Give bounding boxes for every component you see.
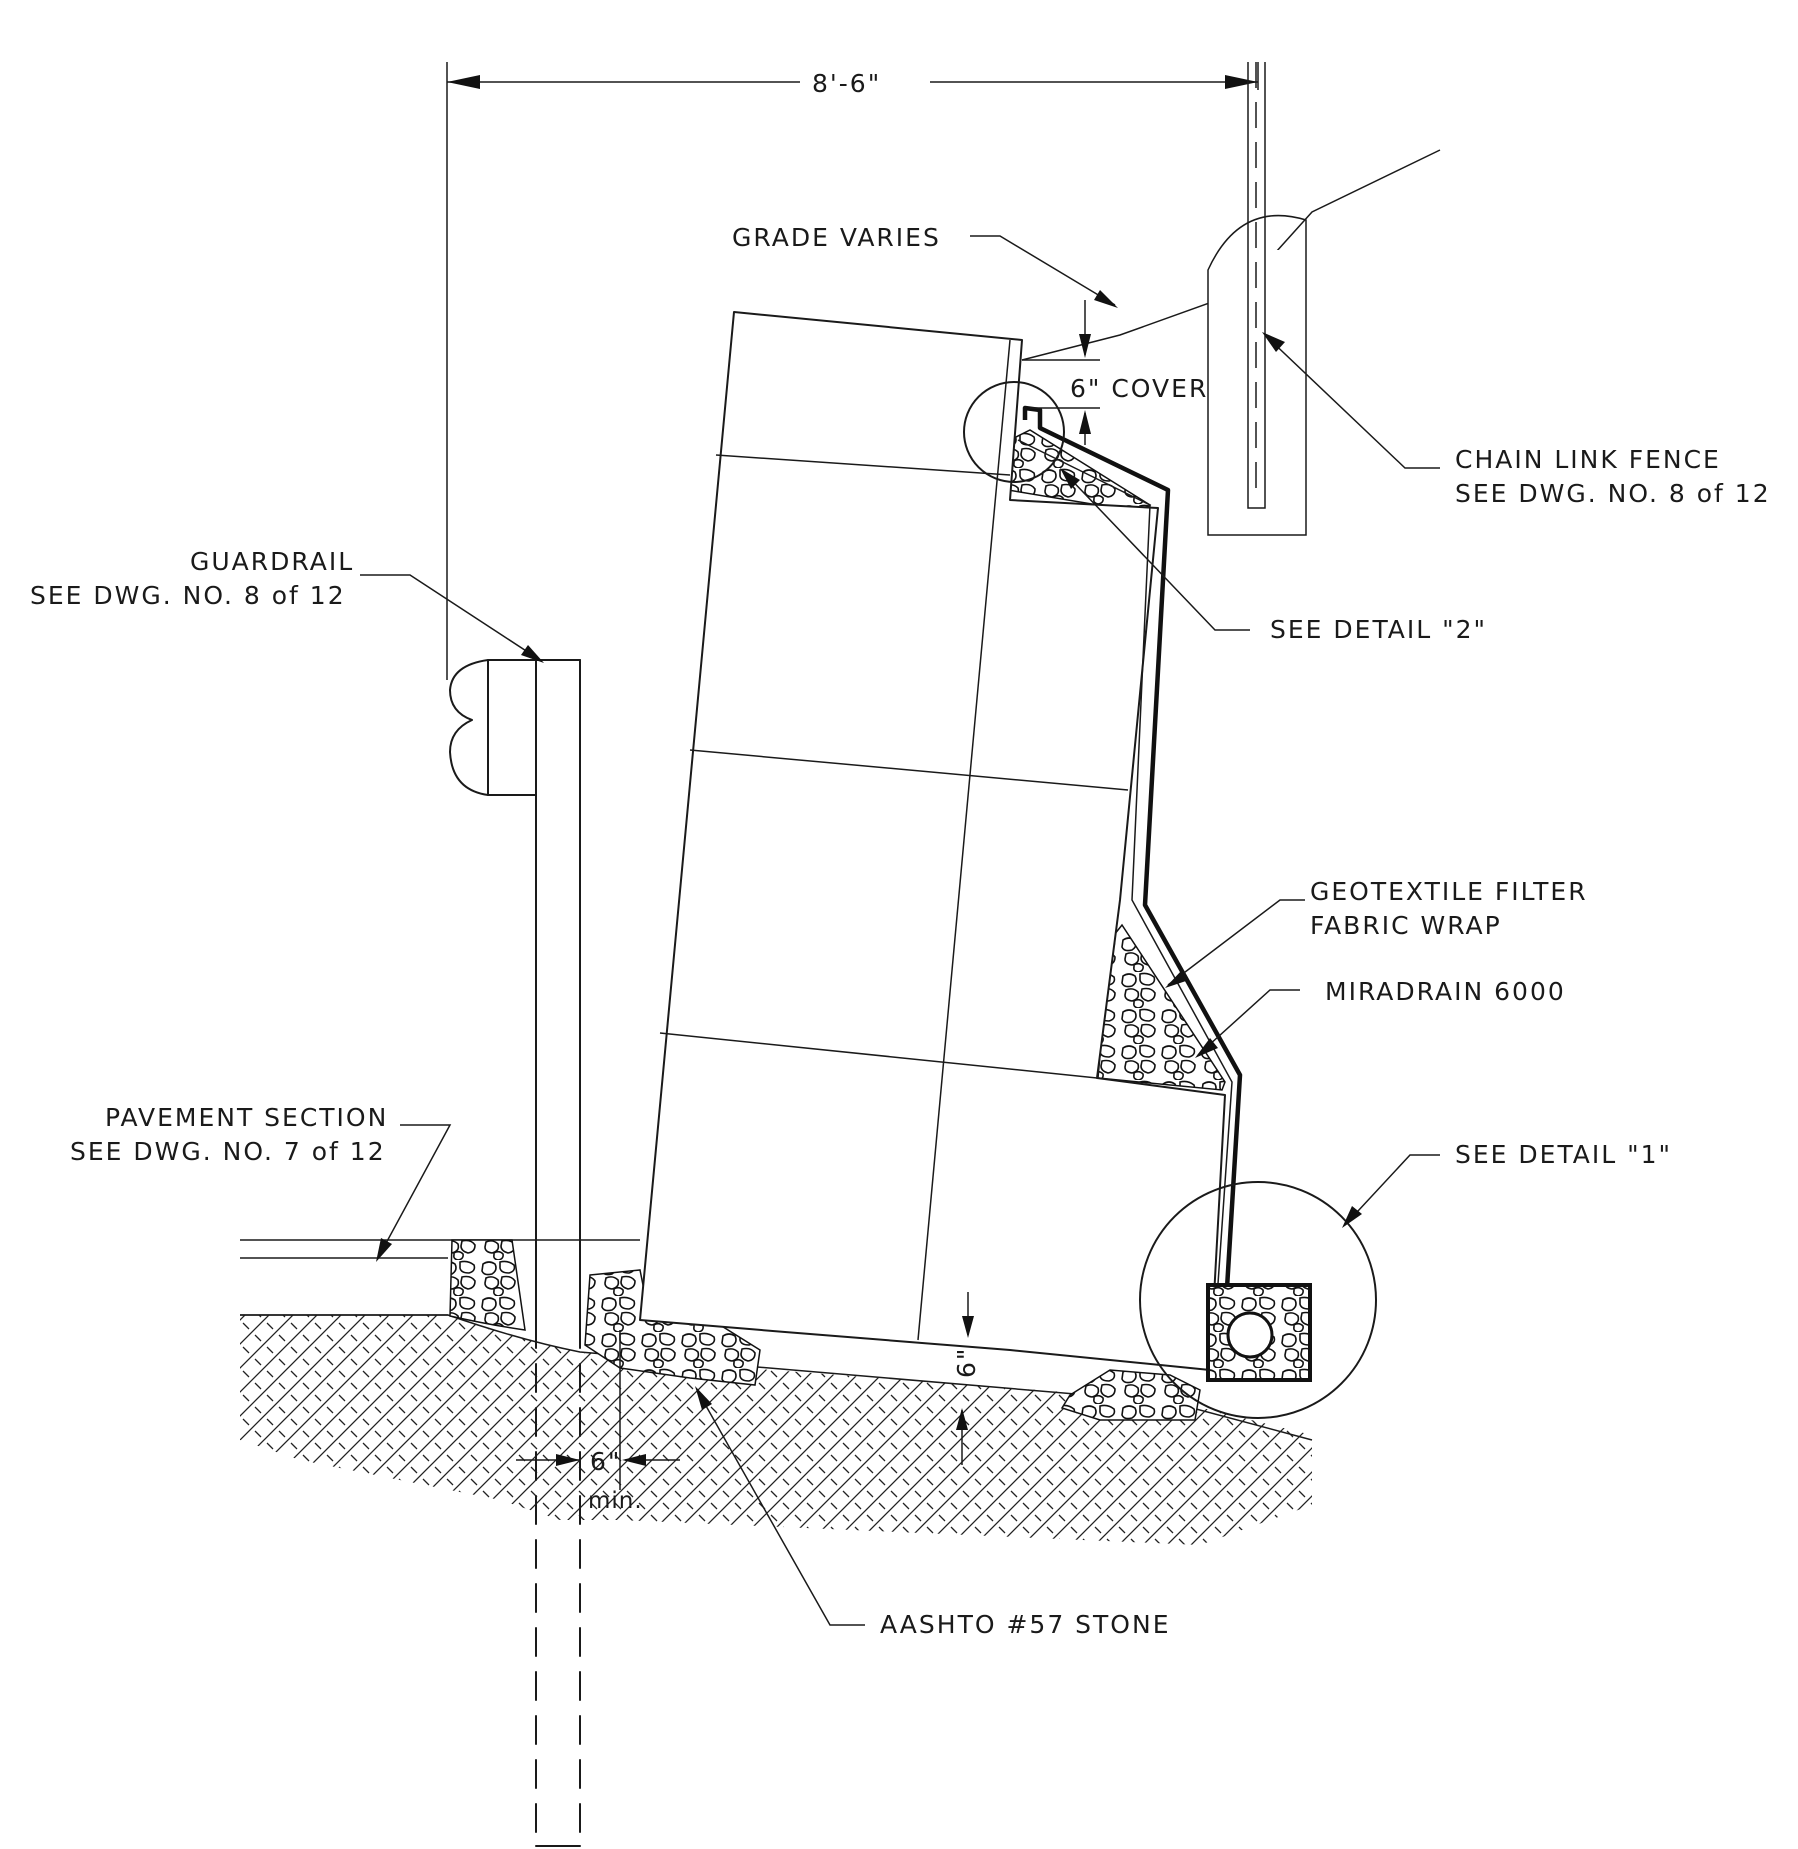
min-label: min. bbox=[588, 1488, 643, 1514]
miradrain-leader bbox=[1197, 989, 1300, 1056]
fence-label-line2: SEE DWG. NO. 8 of 12 bbox=[1455, 479, 1771, 508]
min-arrowhead-right bbox=[622, 1454, 646, 1466]
pavement-leader-arrow bbox=[376, 1238, 392, 1262]
stone-fill-heel bbox=[1060, 1369, 1201, 1421]
guardrail-w-beam bbox=[449, 659, 489, 796]
base-arrowhead-down bbox=[962, 1316, 974, 1338]
drain-pipe bbox=[1226, 1311, 1274, 1359]
geotextile-leader-arrow bbox=[1165, 970, 1189, 988]
detail1-leader bbox=[1344, 1154, 1440, 1226]
geotextile-label-line1: GEOTEXTILE FILTER bbox=[1310, 877, 1588, 906]
guardrail-label-line2: SEE DWG. NO. 8 of 12 bbox=[30, 581, 346, 610]
detail-1-circle bbox=[1139, 1181, 1377, 1419]
geotextile-leader bbox=[1167, 899, 1305, 986]
grade-leader bbox=[970, 235, 1116, 306]
cover-arrowhead-down bbox=[1079, 334, 1091, 358]
guardrail-leader-arrow bbox=[521, 645, 544, 663]
overall-dimension-label: 8'-6" bbox=[812, 69, 881, 98]
wall-block-vertical-joint bbox=[917, 339, 1011, 1341]
six-inch-dimension-label: 6" bbox=[590, 1447, 621, 1476]
base-dimension-label: 6" bbox=[952, 1347, 981, 1378]
stone-leader bbox=[696, 1389, 865, 1626]
cover-arrowhead-up bbox=[1079, 410, 1091, 434]
wall-block-joint-2 bbox=[689, 749, 1129, 791]
fence-post bbox=[1247, 62, 1266, 509]
fence-label-line1: CHAIN LINK FENCE bbox=[1455, 445, 1721, 474]
miradrain-leader-arrow bbox=[1195, 1038, 1218, 1058]
stone-label: AASHTO #57 STONE bbox=[880, 1610, 1170, 1639]
cover-dimension-label: 6" COVER bbox=[1070, 374, 1208, 403]
stone-fill-pavement-edge bbox=[449, 1239, 526, 1331]
fence-footing bbox=[1208, 250, 1306, 535]
pavement-label-line1: PAVEMENT SECTION bbox=[105, 1103, 388, 1132]
stone-leader-arrow bbox=[695, 1386, 712, 1410]
dimension-arrow-right bbox=[1225, 75, 1258, 89]
base-arrowhead-up bbox=[956, 1408, 968, 1430]
fence-footing-outline bbox=[1207, 214, 1307, 536]
grade-leader-arrow bbox=[1094, 290, 1118, 308]
detail2-leader bbox=[1061, 469, 1250, 631]
wall-block-joint-3 bbox=[659, 1032, 1098, 1079]
stone-fill-drain-slope bbox=[1097, 923, 1226, 1091]
pavement-label-line2: SEE DWG. NO. 7 of 12 bbox=[70, 1137, 386, 1166]
min-arrowhead-left bbox=[556, 1454, 580, 1466]
miradrain-label: MIRADRAIN 6000 bbox=[1325, 977, 1566, 1006]
guardrail-leader bbox=[360, 574, 541, 661]
detail2-label: SEE DETAIL "2" bbox=[1270, 615, 1487, 644]
fence-leader-arrow bbox=[1262, 332, 1285, 352]
pavement-leader bbox=[377, 1124, 452, 1259]
guardrail-label-line1: GUARDRAIL bbox=[190, 547, 354, 576]
fence-leader bbox=[1264, 334, 1440, 469]
grade-varies-label: GRADE VARIES bbox=[732, 223, 941, 252]
soil-hatch bbox=[240, 1315, 1312, 1545]
dimension-arrow-left bbox=[447, 75, 480, 89]
detail2-leader-arrow bbox=[1060, 468, 1080, 489]
guardrail-blockout bbox=[487, 659, 581, 796]
detail-2-circle bbox=[963, 381, 1065, 483]
detail1-label: SEE DETAIL "1" bbox=[1455, 1140, 1672, 1169]
wall-blocks-outline bbox=[639, 311, 1226, 1371]
geotextile-wrap bbox=[1017, 439, 1233, 1371]
detail1-leader-arrow bbox=[1342, 1206, 1362, 1228]
geotextile-label-line2: FABRIC WRAP bbox=[1310, 911, 1502, 940]
wall-block-joint-1 bbox=[715, 454, 1011, 476]
